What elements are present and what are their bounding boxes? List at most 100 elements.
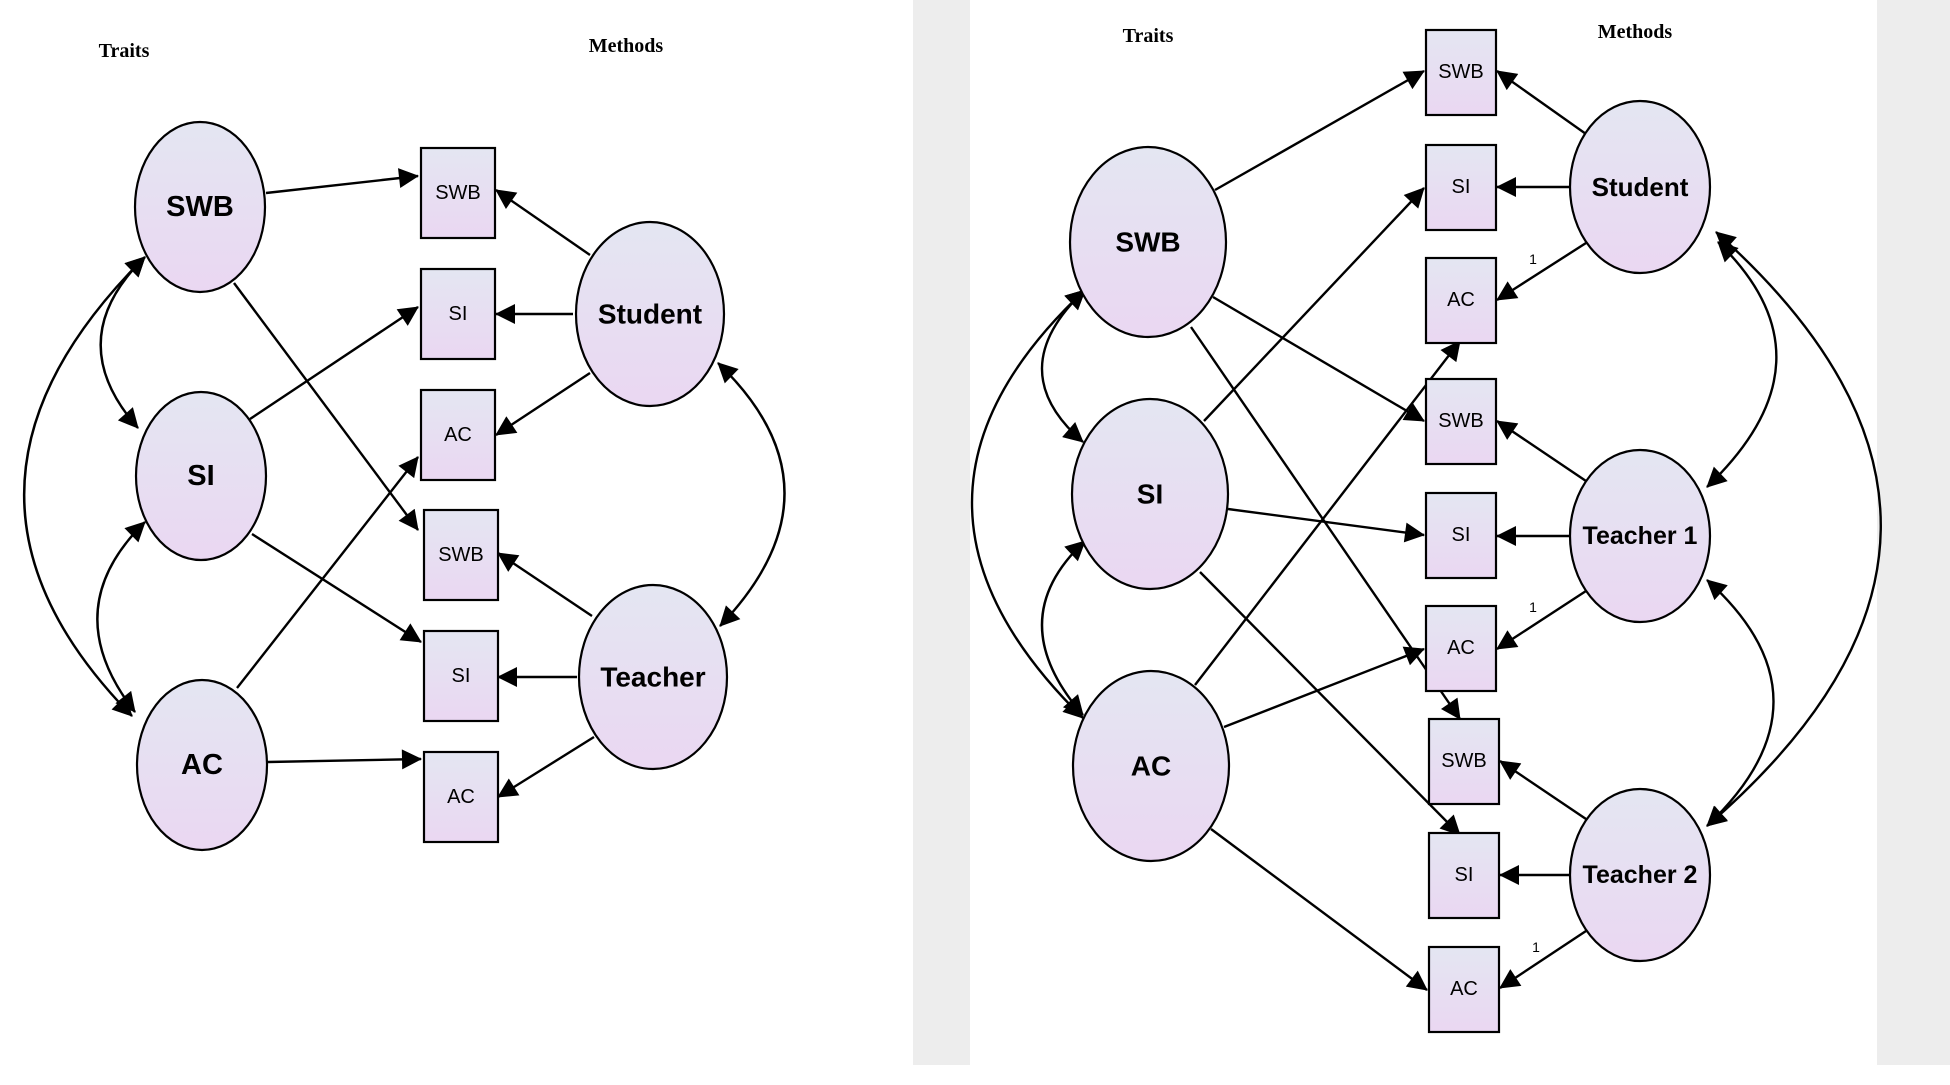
indicator-label: SI <box>1452 176 1471 198</box>
loading-ac-ac2 <box>267 749 422 770</box>
trait-ellipse <box>134 390 268 562</box>
indicator-label: SI <box>449 303 468 325</box>
bottom-strip <box>0 1065 1950 1085</box>
method-node-student: Student <box>1568 99 1712 275</box>
indicator-box <box>1427 945 1501 1034</box>
loading-si-si3 <box>1199 571 1461 836</box>
method-node-teacher: Teacher <box>577 583 729 771</box>
loading-ac-ac3 <box>1210 828 1428 991</box>
loading-si-si1 <box>249 306 419 420</box>
indicator-student-si: SI <box>1424 143 1498 232</box>
indicator-box <box>1424 143 1498 232</box>
method-ellipse <box>574 220 726 408</box>
indicator-student-ac: AC <box>1424 256 1498 345</box>
loading-swb-swb1 <box>265 168 419 195</box>
loading-si-si2 <box>251 532 422 644</box>
trait-node-si: SI <box>134 390 268 562</box>
trait-node-ac: AC <box>135 678 269 852</box>
indicator-label: AC <box>1450 978 1478 1000</box>
indicator-box <box>422 750 500 844</box>
fixed-loading-label: 1 <box>1532 939 1540 955</box>
indicator-teacher-si: SI <box>422 629 500 723</box>
loading-si-si1 <box>1203 187 1425 422</box>
trait-label: SI <box>187 460 214 492</box>
loading-student-swb <box>1496 70 1587 135</box>
indicator-label: SI <box>1455 864 1474 886</box>
trait-ellipse <box>133 120 267 294</box>
indicator-box <box>1424 28 1498 117</box>
indicator-box <box>1424 604 1498 693</box>
indicator-label: AC <box>1447 637 1475 659</box>
loading-swb-swb2 <box>233 282 419 531</box>
trait-label: SWB <box>1115 227 1180 258</box>
loading-student-swb <box>495 189 591 256</box>
loading-student-ac <box>495 371 591 437</box>
methods-header: Methods <box>1598 21 1673 43</box>
trait-node-ac: AC <box>1071 669 1231 863</box>
covariance-student-teacher2 <box>1706 231 1882 827</box>
indicator-label: SWB <box>1441 750 1487 772</box>
fixed-loading-label: 1 <box>1529 599 1537 615</box>
indicator-box <box>1424 256 1498 345</box>
covariance-si-ac <box>96 521 146 713</box>
loading-swb-swb2 <box>1212 295 1425 423</box>
trait-node-swb: SWB <box>1068 145 1228 339</box>
covariance-swb-ac <box>22 256 146 717</box>
traits-header: Traits <box>1123 25 1174 47</box>
trait-label: AC <box>1131 751 1171 782</box>
indicator-label: SWB <box>1438 410 1484 432</box>
loading-si-si2 <box>1227 507 1425 543</box>
loading-ac-ac1 <box>236 456 419 689</box>
trait-ellipse <box>1071 669 1231 863</box>
method-ellipse <box>1568 99 1712 275</box>
covariance-swb-ac <box>970 289 1086 719</box>
method-label: Teacher 2 <box>1583 861 1698 889</box>
method-node-student: Student <box>574 220 726 408</box>
indicator-label: SI <box>452 665 471 687</box>
indicator-teacher1-swb: SWB <box>1424 377 1498 466</box>
loading-ac-ac2 <box>1223 646 1425 729</box>
indicator-teacher1-ac: AC <box>1424 604 1498 693</box>
fixed-loading-label: 1 <box>1529 251 1537 267</box>
indicator-box <box>419 388 497 482</box>
trait-ellipse <box>1070 397 1230 591</box>
indicator-student-ac: AC <box>419 388 497 482</box>
covariance-swb-si <box>99 256 146 429</box>
methods-header: Methods <box>589 35 664 57</box>
method-node-teacher1: Teacher 1 <box>1568 448 1712 624</box>
indicator-box <box>1427 717 1501 806</box>
loading-teacher2-ac <box>1499 929 1587 990</box>
method-node-teacher2: Teacher 2 <box>1568 787 1712 963</box>
indicator-student-swb: SWB <box>419 146 497 240</box>
method-label: Teacher 1 <box>1583 522 1698 550</box>
trait-label: SWB <box>166 191 234 223</box>
indicator-teacher2-ac: AC <box>1427 945 1501 1034</box>
loading-teacher2-swb <box>1499 760 1587 820</box>
indicator-box <box>422 508 500 602</box>
indicator-box <box>419 267 497 361</box>
indicator-student-swb: SWB <box>1424 28 1498 117</box>
covariance-student-teacher1 <box>1706 241 1778 488</box>
method-ellipse <box>1568 448 1712 624</box>
indicator-teacher1-si: SI <box>1424 491 1498 580</box>
right-panel: Traits Methods <box>970 21 1882 1034</box>
covariance-student-teacher <box>717 362 786 627</box>
indicator-teacher-ac: AC <box>422 750 500 844</box>
indicator-box <box>419 146 497 240</box>
loading-teacher1-swb <box>1496 420 1587 482</box>
trait-label: SI <box>1137 479 1163 510</box>
method-label: Teacher <box>600 662 705 693</box>
indicator-label: SWB <box>438 544 484 566</box>
method-label: Student <box>1592 172 1689 202</box>
loading-teacher1-ac <box>1496 589 1587 651</box>
indicator-student-si: SI <box>419 267 497 361</box>
trait-ellipse <box>135 678 269 852</box>
indicator-label: AC <box>1447 289 1475 311</box>
method-label: Student <box>598 299 702 330</box>
indicator-box <box>1424 377 1498 466</box>
traits-header: Traits <box>99 40 150 62</box>
indicator-box <box>1427 831 1501 920</box>
indicator-label: SI <box>1452 524 1471 546</box>
left-panel: Traits Methods SWB <box>22 35 786 852</box>
